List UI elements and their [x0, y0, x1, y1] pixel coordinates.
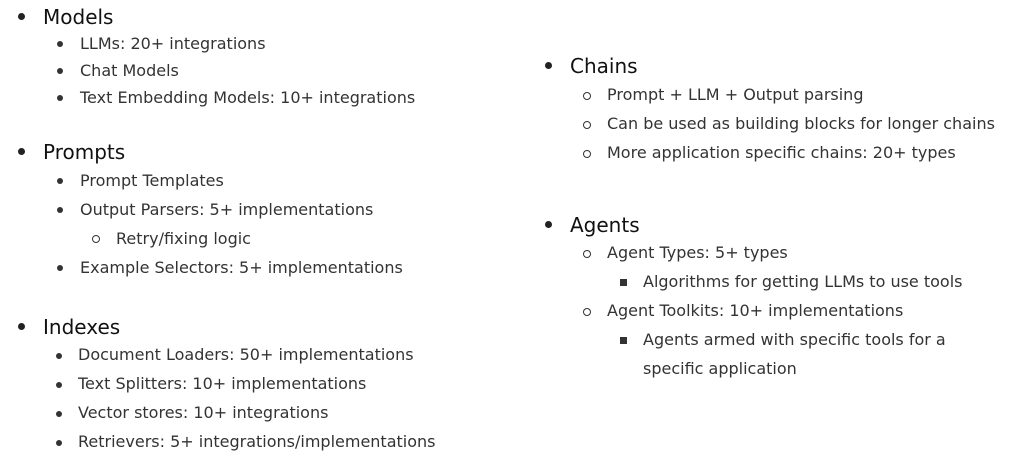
list-item: Text Embedding Models: 10+ integrations [80, 88, 416, 107]
bullet-dot-icon [545, 221, 552, 228]
bullet-dot-icon [18, 148, 25, 155]
list-item: Text Splitters: 10+ implementations [78, 374, 367, 393]
bullet-circle-icon [92, 235, 100, 243]
bullet-dot-icon [57, 207, 63, 213]
list-subitem-continuation: specific application [643, 359, 797, 378]
list-item: Prompt + LLM + Output parsing [607, 85, 864, 104]
list-item: Output Parsers: 5+ implementations [80, 200, 374, 219]
heading-agents: Agents [570, 213, 640, 237]
list-item: Can be used as building blocks for longe… [607, 114, 995, 133]
bullet-dot-icon [18, 13, 25, 20]
bullet-dot-icon [545, 62, 552, 69]
heading-models: Models [43, 5, 114, 29]
heading-chains: Chains [570, 54, 638, 78]
bullet-dot-icon [56, 411, 62, 417]
bullet-dot-icon [18, 323, 25, 330]
list-item: Document Loaders: 50+ implementations [78, 345, 414, 364]
list-subitem: Retry/fixing logic [116, 229, 251, 248]
bullet-dot-icon [56, 440, 62, 446]
list-subitem: Algorithms for getting LLMs to use tools [643, 272, 963, 291]
list-item: More application specific chains: 20+ ty… [607, 143, 956, 162]
bullet-circle-icon [583, 150, 591, 158]
bullet-dot-icon [57, 68, 63, 74]
list-item: Agent Types: 5+ types [607, 243, 788, 262]
list-item: Agent Toolkits: 10+ implementations [607, 301, 904, 320]
bullet-dot-icon [57, 95, 63, 101]
bullet-square-icon [620, 337, 627, 344]
bullet-dot-icon [56, 353, 62, 359]
bullet-dot-icon [57, 41, 63, 47]
bullet-square-icon [620, 279, 627, 286]
bullet-circle-icon [583, 121, 591, 129]
list-item: Example Selectors: 5+ implementations [80, 258, 403, 277]
list-subitem: Agents armed with specific tools for a [643, 330, 946, 349]
bullet-dot-icon [57, 178, 63, 184]
bullet-circle-icon [583, 92, 591, 100]
bullet-circle-icon [583, 250, 591, 258]
bullet-dot-icon [57, 265, 63, 271]
bullet-dot-icon [56, 382, 62, 388]
list-item: Vector stores: 10+ integrations [78, 403, 329, 422]
heading-indexes: Indexes [43, 315, 121, 339]
heading-prompts: Prompts [43, 140, 126, 164]
list-item: Chat Models [80, 61, 179, 80]
list-item: Prompt Templates [80, 171, 224, 190]
bullet-circle-icon [583, 308, 591, 316]
list-item: LLMs: 20+ integrations [80, 34, 266, 53]
list-item: Retrievers: 5+ integrations/implementati… [78, 432, 436, 451]
